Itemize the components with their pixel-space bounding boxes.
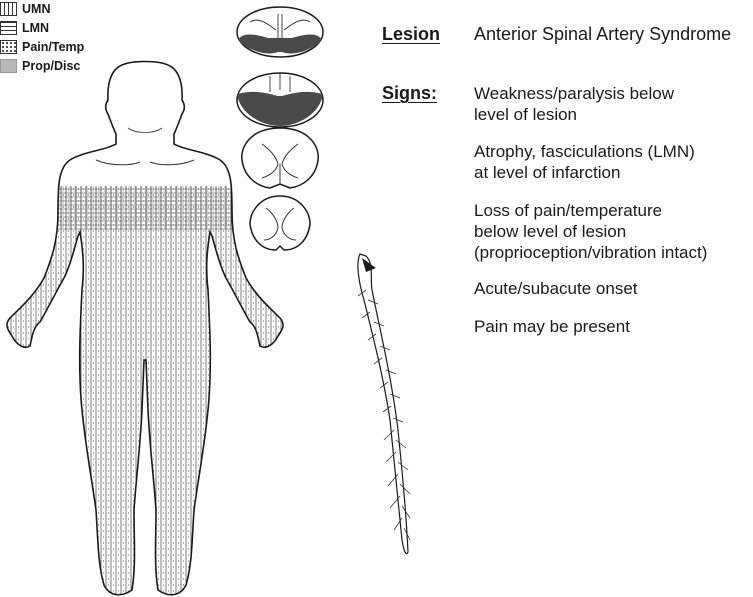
legend-item-lmn: LMN [0,20,140,36]
cross-section-lumbar [249,195,311,251]
umn-vertical-lines-swatch [0,2,17,16]
sign-item: Pain may be present [474,317,630,336]
legend-item-pain-temp: Pain/Temp [0,39,140,55]
legend-label: Pain/Temp [22,40,85,54]
legend-label: LMN [22,21,50,35]
signs-heading: Signs: [382,83,438,103]
lmn-horizontal-lines-swatch [0,21,17,35]
cross-section-upper-thoracic [236,72,324,128]
legend-item-prop-disc: Prop/Disc [0,58,140,74]
legend-label: Prop/Disc [22,59,81,73]
sign-item: Atrophy, fasciculations (LMN) at level o… [474,142,695,182]
lesion-value: Anterior Spinal Artery Syndrome [474,24,732,44]
sign-item: Weakness/paralysis below level of lesion [474,84,674,124]
pain-temp-dots-swatch [0,40,17,54]
legend-label: UMN [22,2,51,16]
lesion-heading: Lesion [382,24,441,44]
legend-item-umn: UMN [0,1,140,17]
sign-item: Loss of pain/temperature below level of … [474,201,708,262]
cross-section-thoracic [241,127,319,189]
cross-section-cervical [236,6,324,58]
umn-pain-region [6,186,284,595]
sign-item: Acute/subacute onset [474,279,638,298]
spinal-cord-cross-sections [236,6,324,251]
prop-disc-gray-swatch [0,59,17,73]
spinal-cord-longitudinal [357,253,411,555]
